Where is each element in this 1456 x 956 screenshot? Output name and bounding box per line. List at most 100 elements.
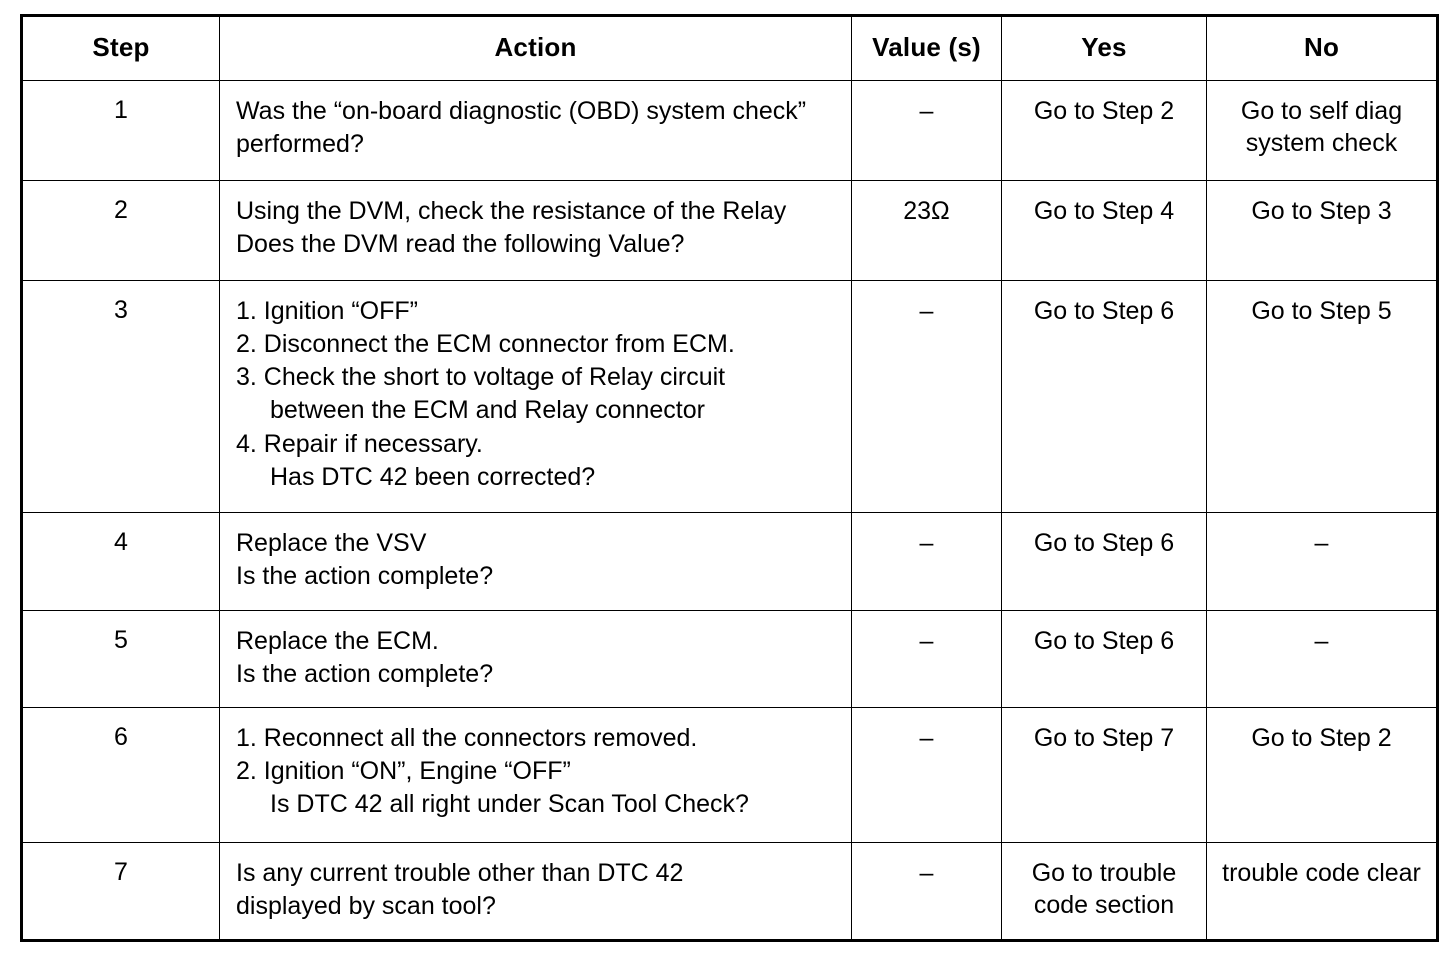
column-header-action: Action — [219, 15, 852, 81]
cell-value: 23Ω — [851, 179, 1002, 281]
column-header-yes-label: Yes — [1081, 32, 1127, 62]
yes-line: Go to Step 2 — [1033, 96, 1175, 125]
no-line: Go to Step 2 — [1251, 723, 1392, 752]
cell-value: – — [851, 511, 1002, 611]
column-header-step-label: Step — [92, 32, 150, 62]
table-row: 4 Replace the VSV Is the action complete… — [21, 511, 1438, 611]
cell-no: – — [1206, 511, 1438, 611]
yes-line: Go to Step 6 — [1033, 296, 1175, 325]
action-line: 2. Disconnect the ECM connector from ECM… — [236, 329, 735, 358]
table-header-row: Step Action Value (s) Yes No — [21, 15, 1438, 81]
table-row: 1 Was the “on-board diagnostic (OBD) sys… — [21, 79, 1438, 181]
cell-action: Replace the ECM. Is the action complete? — [219, 609, 852, 708]
cell-yes: Go to Step 4 — [1001, 179, 1207, 281]
cell-action: 1. Reconnect all the connectors removed.… — [219, 706, 852, 843]
action-line: performed? — [236, 129, 364, 158]
value-text: – — [919, 296, 934, 325]
action-line: Is any current trouble other than DTC 42 — [236, 858, 684, 887]
column-header-yes: Yes — [1001, 15, 1207, 81]
yes-text: Go to Step 6 — [1002, 611, 1206, 668]
yes-line: Go to Step 4 — [1033, 196, 1175, 225]
no-line: Go to Step 3 — [1251, 196, 1392, 225]
cell-yes: Go to Step 6 — [1001, 279, 1207, 513]
action-text: 1. Ignition “OFF” 2. Disconnect the ECM … — [220, 281, 851, 507]
cell-no: – — [1206, 609, 1438, 708]
column-header-action-label: Action — [494, 32, 577, 62]
no-text: trouble code clear — [1207, 843, 1436, 900]
cell-action: Was the “on-board diagnostic (OBD) syste… — [219, 79, 852, 181]
cell-value: – — [851, 609, 1002, 708]
action-line: displayed by scan tool? — [236, 891, 496, 920]
action-line: 1. Reconnect all the connectors removed. — [236, 723, 698, 752]
step-number: 2 — [114, 195, 128, 224]
cell-no: Go to Step 2 — [1206, 706, 1438, 843]
no-line: trouble code — [1222, 858, 1360, 887]
yes-line: code section — [1033, 891, 1175, 920]
cell-step: 2 — [21, 179, 220, 281]
cell-action: 1. Ignition “OFF” 2. Disconnect the ECM … — [219, 279, 852, 513]
cell-no: Go to Step 5 — [1206, 279, 1438, 513]
table-row: 2 Using the DVM, check the resistance of… — [21, 179, 1438, 281]
action-line: 1. Ignition “OFF” — [236, 296, 418, 325]
action-line: Is the action complete? — [236, 561, 494, 590]
table-body: 1 Was the “on-board diagnostic (OBD) sys… — [21, 79, 1438, 941]
table-header: Step Action Value (s) Yes No — [21, 15, 1438, 81]
value-text: – — [919, 528, 934, 557]
action-text: Replace the VSV Is the action complete? — [220, 513, 851, 606]
column-header-no: No — [1206, 15, 1438, 81]
action-text: Using the DVM, check the resistance of t… — [220, 181, 851, 274]
cell-yes: Go to Step 6 — [1001, 511, 1207, 611]
yes-text: Go to Step 4 — [1002, 181, 1206, 238]
step-number: 6 — [114, 722, 128, 751]
no-line: system check — [1245, 129, 1398, 158]
table-row: 3 1. Ignition “OFF” 2. Disconnect the EC… — [21, 279, 1438, 513]
cell-value: – — [851, 706, 1002, 843]
yes-line: Go to Step 6 — [1033, 528, 1175, 557]
no-text: Go to Step 2 — [1207, 708, 1436, 765]
column-header-step: Step — [21, 15, 220, 81]
cell-yes: Go to trouble code section — [1001, 841, 1207, 941]
action-text: 1. Reconnect all the connectors removed.… — [220, 708, 851, 834]
diagnostic-step-table: Step Action Value (s) Yes No — [20, 14, 1439, 942]
no-text: Go to self diag system check — [1207, 81, 1436, 170]
cell-action: Is any current trouble other than DTC 42… — [219, 841, 852, 941]
column-header-value-label: Value (s) — [872, 32, 981, 62]
no-text: Go to Step 5 — [1207, 281, 1436, 338]
action-text: Was the “on-board diagnostic (OBD) syste… — [220, 81, 851, 174]
column-header-no-label: No — [1303, 32, 1340, 62]
yes-text: Go to Step 2 — [1002, 81, 1206, 138]
no-line: – — [1314, 528, 1329, 557]
action-line: Replace the ECM. — [236, 626, 439, 655]
yes-line: Go to trouble — [1031, 858, 1177, 887]
value-text: – — [919, 723, 934, 752]
value-text: – — [919, 626, 934, 655]
table-row: 6 1. Reconnect all the connectors remove… — [21, 706, 1438, 843]
yes-text: Go to trouble code section — [1002, 843, 1206, 932]
cell-no: Go to Step 3 — [1206, 179, 1438, 281]
cell-step: 4 — [21, 511, 220, 611]
cell-step: 5 — [21, 609, 220, 708]
no-text: Go to Step 3 — [1207, 181, 1436, 238]
step-number: 3 — [114, 295, 128, 324]
action-line: Replace the VSV — [236, 528, 427, 557]
cell-action: Using the DVM, check the resistance of t… — [219, 179, 852, 281]
action-line: Is DTC 42 all right under Scan Tool Chec… — [270, 790, 749, 819]
action-line: Using the DVM, check the resistance of t… — [236, 196, 787, 225]
table-row: 7 Is any current trouble other than DTC … — [21, 841, 1438, 941]
no-line: clear — [1366, 858, 1421, 887]
table-row: 5 Replace the ECM. Is the action complet… — [21, 609, 1438, 708]
action-line: 3. Check the short to voltage of Relay c… — [236, 363, 726, 392]
yes-line: Go to Step 7 — [1033, 723, 1175, 752]
step-number: 4 — [114, 527, 128, 556]
action-line: Does the DVM read the following Value? — [236, 229, 685, 258]
action-line: between the ECM and Relay connector — [270, 396, 705, 425]
cell-no: trouble code clear — [1206, 841, 1438, 941]
yes-text: Go to Step 6 — [1002, 513, 1206, 570]
cell-yes: Go to Step 7 — [1001, 706, 1207, 843]
no-text: – — [1207, 513, 1436, 570]
no-line: Go to Step 5 — [1251, 296, 1392, 325]
cell-action: Replace the VSV Is the action complete? — [219, 511, 852, 611]
value-text: – — [919, 96, 934, 125]
yes-line: Go to Step 6 — [1033, 626, 1175, 655]
